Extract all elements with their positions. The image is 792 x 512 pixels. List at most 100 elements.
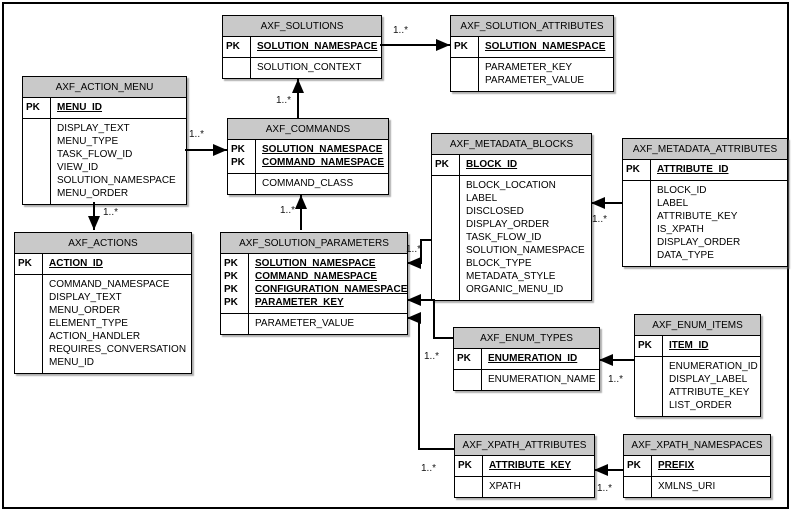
connector-axf-enum-types-to-axf-solution-parameters — [407, 294, 453, 339]
entity-title: AXF_ENUM_ITEMS — [635, 315, 760, 336]
field-name: ATTRIBUTE_KEY — [657, 211, 738, 222]
field-name: ENUMERATION_ID — [669, 361, 758, 372]
entity-pk-section: PK ITEM_ID — [635, 336, 760, 357]
pk-label: PK — [226, 41, 240, 52]
field-name: COMMAND_CLASS — [262, 178, 354, 189]
field-name: COMMAND_NAMESPACE — [49, 279, 170, 290]
pk-name-list: MENU_ID — [51, 98, 186, 118]
pk-label: PK — [638, 340, 652, 351]
entity-axf-xpath-namespaces: AXF_XPATH_NAMESPACES PK PREFIX XMLNS_URI — [623, 434, 771, 498]
cardinality-label: 1..* — [103, 207, 118, 218]
entity-title: AXF_METADATA_BLOCKS — [432, 134, 591, 155]
entity-title: AXF_ENUM_TYPES — [454, 328, 599, 349]
field-name: DISPLAY_ORDER — [466, 219, 550, 230]
entity-axf-solution-attributes: AXF_SOLUTION_ATTRIBUTES PK SOLUTION_NAME… — [450, 15, 614, 92]
field-name: SOLUTION_NAMESPACE — [466, 245, 585, 256]
pk-column-empty — [15, 275, 43, 373]
cardinality-label: 1..* — [276, 95, 291, 106]
pk-column-empty — [432, 176, 460, 300]
pk-name-list: ATTRIBUTE_KEY — [483, 456, 594, 476]
field-list: XPATH — [483, 477, 594, 497]
entity-pk-section: PK SOLUTION_NAMESPACE — [451, 37, 613, 58]
field-name: BLOCK_TYPE — [466, 258, 532, 269]
pk-label: PK — [231, 157, 245, 168]
entity-axf-enum-items: AXF_ENUM_ITEMS PK ITEM_ID ENUMERATION_ID… — [634, 314, 761, 417]
pk-label: PK — [224, 258, 238, 269]
entity-axf-xpath-attributes: AXF_XPATH_ATTRIBUTES PK ATTRIBUTE_KEY XP… — [454, 434, 595, 498]
entity-title: AXF_SOLUTION_ATTRIBUTES — [451, 16, 613, 37]
field-name: LABEL — [657, 198, 689, 209]
field-list: PARAMETER_VALUE — [249, 314, 407, 334]
entity-pk-section: PK BLOCK_ID — [432, 155, 591, 176]
pk-label: PK — [454, 41, 468, 52]
field-name: DATA_TYPE — [657, 250, 714, 261]
pk-field-name: ACTION_ID — [49, 258, 103, 269]
connector-axf-metadata-blocks-to-axf-solution-parameters — [407, 239, 431, 269]
entity-title: AXF_XPATH_NAMESPACES — [624, 435, 770, 456]
field-name: XMLNS_URI — [658, 481, 716, 492]
pk-column-empty — [455, 477, 483, 497]
pk-label: PK — [26, 102, 40, 113]
entity-pk-section: PK ATTRIBUTE_ID — [623, 160, 787, 181]
pk-field-name: ATTRIBUTE_KEY — [489, 460, 572, 471]
field-name: MENU_TYPE — [57, 136, 119, 147]
pk-field-name: SOLUTION_NAMESPACE — [485, 41, 606, 52]
pk-column: PK — [432, 155, 460, 175]
pk-field-name: PREFIX — [658, 460, 695, 471]
entity-pk-section: PK ACTION_ID — [15, 254, 191, 275]
entity-axf-metadata-blocks: AXF_METADATA_BLOCKS PK BLOCK_ID BLOCK_LO… — [431, 133, 592, 301]
field-name: TASK_FLOW_ID — [466, 232, 542, 243]
pk-column-empty — [454, 370, 482, 390]
entity-pk-section: PK PREFIX — [624, 456, 770, 477]
pk-name-list: SOLUTION_NAMESPACE — [251, 37, 381, 57]
entity-title: AXF_METADATA_ATTRIBUTES — [623, 139, 787, 160]
field-name: PARAMETER_KEY — [485, 62, 573, 73]
field-name: DISCLOSED — [466, 206, 524, 217]
pk-label: PK — [458, 460, 472, 471]
entity-title: AXF_ACTION_MENU — [23, 77, 186, 98]
pk-field-name: SOLUTION_NAMESPACE — [255, 258, 376, 269]
pk-column-empty — [228, 174, 256, 194]
cardinality-label: 1..* — [608, 374, 623, 385]
pk-field-name: PARAMETER_KEY — [255, 297, 344, 308]
pk-column: PK — [454, 349, 482, 369]
pk-name-list: ACTION_ID — [43, 254, 191, 274]
pk-field-name: SOLUTION_NAMESPACE — [257, 41, 378, 52]
field-name: ACTION_HANDLER — [49, 331, 141, 342]
pk-name-list: BLOCK_ID — [460, 155, 591, 175]
field-name: ENUMERATION_NAME — [488, 374, 596, 385]
field-name: MENU_ORDER — [57, 188, 129, 199]
entity-pk-section: PK ATTRIBUTE_KEY — [455, 456, 594, 477]
pk-field-name: BLOCK_ID — [466, 159, 518, 170]
field-name: TASK_FLOW_ID — [57, 149, 133, 160]
field-name: ATTRIBUTE_KEY — [669, 387, 750, 398]
pk-name-list: ITEM_ID — [663, 336, 760, 356]
pk-label: PK — [457, 353, 471, 364]
field-list: ENUMERATION_NAME — [482, 370, 599, 390]
pk-field-name: ATTRIBUTE_ID — [657, 164, 729, 175]
pk-column: PK — [23, 98, 51, 118]
pk-column: PK — [635, 336, 663, 356]
pk-field-name: SOLUTION_NAMESPACE — [262, 144, 383, 155]
pk-label: PK — [435, 159, 449, 170]
field-list: SOLUTION_CONTEXT — [251, 58, 381, 78]
entity-field-section: COMMAND_CLASS — [228, 174, 388, 194]
pk-label: PK — [231, 144, 245, 155]
pk-column-empty — [624, 477, 652, 497]
field-name: XPATH — [489, 481, 521, 492]
pk-field-name: CONFIGURATION_NAMESPACE — [255, 284, 408, 295]
pk-column: PK — [623, 160, 651, 180]
cardinality-label: 1..* — [280, 205, 295, 216]
